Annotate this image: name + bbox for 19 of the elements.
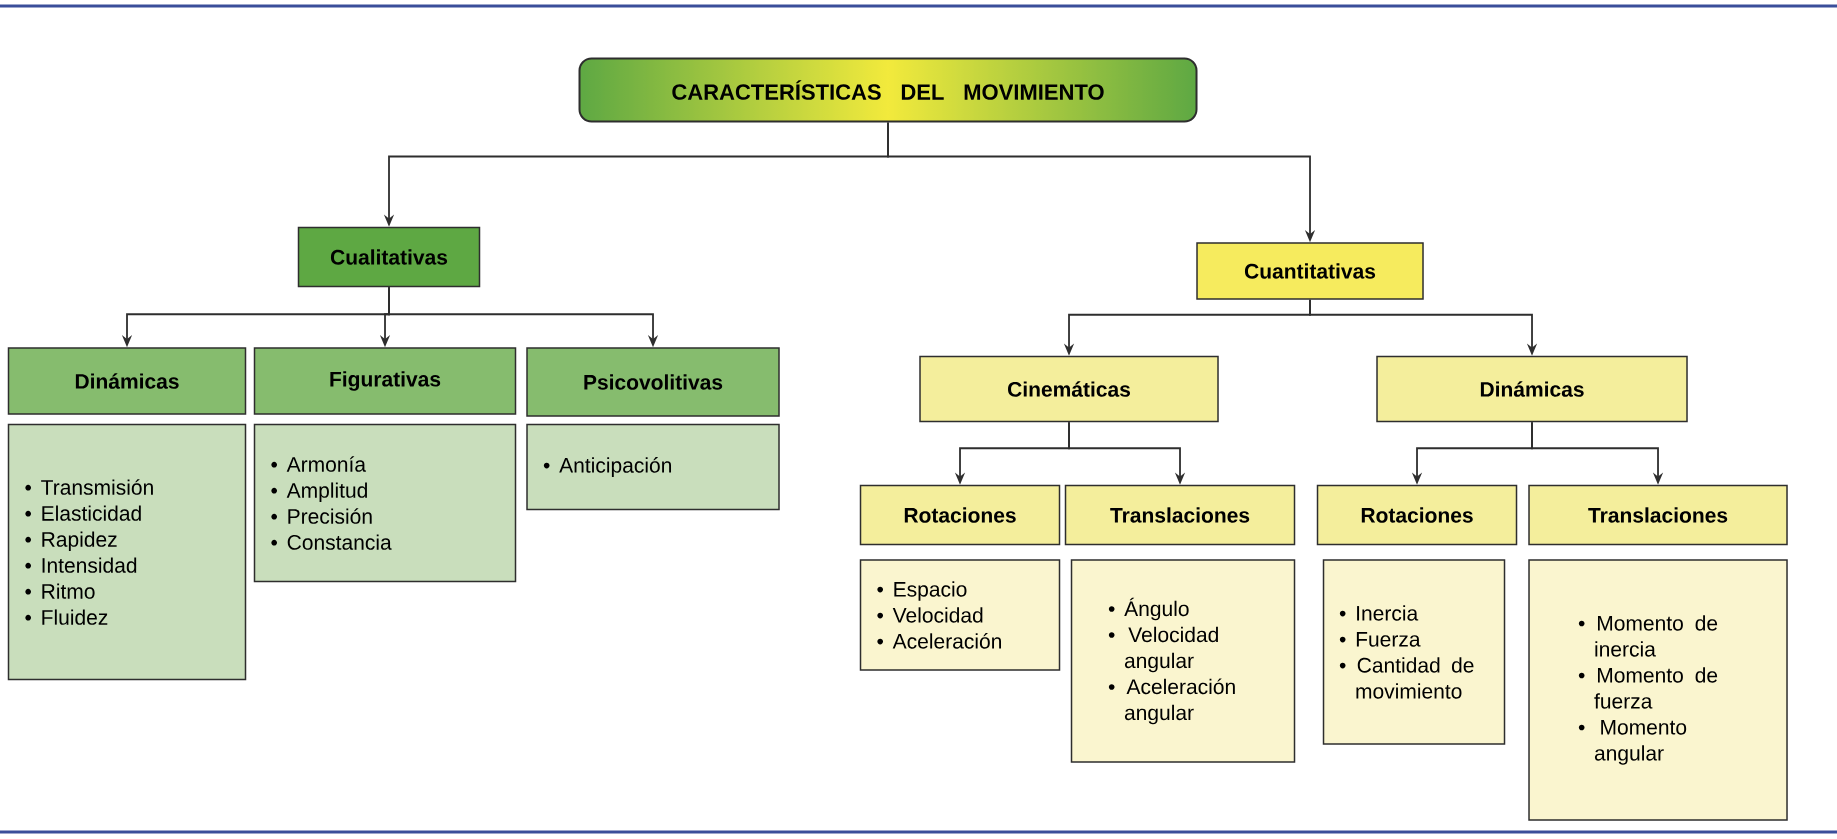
list-box: • Momento de inercia • Momento de fuerza • Momento angular	[1528, 559, 1788, 821]
list-box: • Armonía • Amplitud • Precisión • Constancia	[253, 423, 517, 583]
list-box: • Transmisión • Elasticidad • Rapidez • Intensidad • Ritmo • Fluidez	[7, 423, 247, 681]
category-box: Cualitativas	[297, 226, 481, 288]
list-box: • Anticipación	[526, 423, 780, 511]
header-box: Rotaciones	[859, 484, 1061, 546]
header-box: Translaciones	[1064, 484, 1296, 546]
header-box: Cinemáticas	[919, 355, 1219, 423]
category-box: Cuantitativas	[1196, 242, 1424, 300]
header-box: Rotaciones	[1316, 484, 1518, 546]
title-box: CARACTERÍSTICAS DEL MOVIMIENTO	[578, 57, 1198, 123]
header-box: Dinámicas	[1376, 355, 1688, 423]
list-box: • Inercia • Fuerza • Cantidad de movimiento	[1322, 559, 1506, 745]
header-box: Translaciones	[1528, 484, 1788, 546]
list-box: • Ángulo • Velocidad angular • Aceleración angular	[1070, 559, 1296, 763]
list-box: • Espacio • Velocidad • Aceleración	[859, 559, 1061, 671]
header-box: Psicovolitivas	[526, 347, 780, 417]
header-box: Figurativas	[253, 347, 517, 415]
header-box: Dinámicas	[7, 347, 247, 415]
